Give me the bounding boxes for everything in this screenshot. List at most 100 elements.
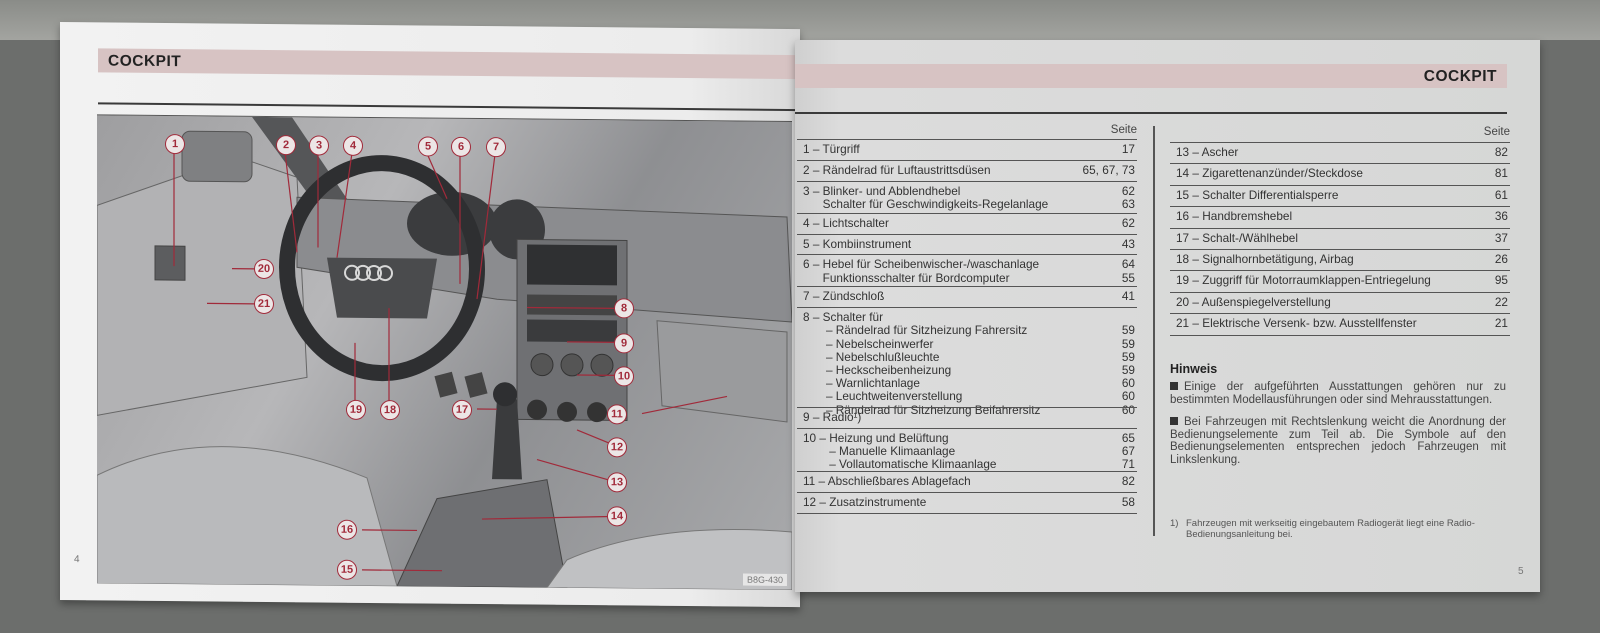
row-pages: 41 <box>1121 289 1135 304</box>
row-pages: 82 <box>1121 474 1135 489</box>
row-label: 21 – Elektrische Versenk- bzw. Ausstellf… <box>1176 316 1417 331</box>
callout-18: 18 <box>380 400 400 421</box>
table-row: 15 – Schalter Differentialsperre 61 <box>1170 184 1510 207</box>
row-label: 1 – Türgriff <box>803 142 860 156</box>
glovebox <box>656 320 788 423</box>
callout-12: 12 <box>607 437 627 458</box>
right-page: COCKPIT 5 <box>795 40 1540 592</box>
note-item-2: Bei Fahrzeugen mit Rechtslenkung weicht … <box>1170 416 1506 466</box>
row-pages: 62 <box>1121 215 1135 230</box>
callout-2: 2 <box>276 135 296 156</box>
section-title: COCKPIT <box>1423 68 1497 85</box>
table-row: 1 – Türgriff 17 <box>797 139 1137 161</box>
table-row: 18 – Signalhornbetätigung, Airbag 26 <box>1170 249 1510 271</box>
callout-5: 5 <box>418 136 438 157</box>
figure-code: B8G-430 <box>742 573 787 586</box>
gear-knob <box>493 382 517 407</box>
row-pages: 81 <box>1494 166 1508 181</box>
callout-11: 11 <box>607 404 627 425</box>
row-pages: 61 <box>1494 187 1508 202</box>
callout-4: 4 <box>343 135 363 156</box>
row-label: 7 – Zündschloß <box>803 289 885 304</box>
pedal <box>464 372 488 398</box>
row-label: 4 – Lichtschalter <box>803 215 889 230</box>
row-label: 12 – Zusatzinstrumente <box>803 495 927 510</box>
index-table-right: Seite 13 – Ascher 82 14 – Zigarettenanzünd… <box>1170 126 1510 346</box>
callout-19: 19 <box>346 399 366 420</box>
row-pages: 17 <box>1121 142 1135 156</box>
callout-9: 9 <box>614 333 634 354</box>
row-label: 19 – Zuggriff für Motorraumklappen-Entri… <box>1176 273 1431 288</box>
bullet-square-icon <box>1170 382 1178 390</box>
table-row: 4 – Lichtschalter 62 <box>797 212 1137 235</box>
column-divider <box>1153 126 1155 536</box>
table-row: 19 – Zuggriff für Motorraumklappen-Entri… <box>1170 270 1510 292</box>
center-tunnel <box>396 479 568 589</box>
row-label: 10 – Heizung und Belüftung – Manuelle Kl… <box>803 430 997 472</box>
table-row: 21 – Elektrische Versenk- bzw. Ausstellf… <box>1170 313 1510 335</box>
section-band: COCKPIT <box>98 48 800 80</box>
gear-lever <box>492 399 522 480</box>
hvac-knob <box>530 353 554 377</box>
row-pages: 59 59 59 59 60 60 60 <box>1121 323 1135 417</box>
row-label: 5 – Kombiinstrument <box>803 236 912 251</box>
row-label: 20 – Außenspiegelverstellung <box>1176 294 1331 309</box>
index-table-left: Seite 1 – Türgriff 17 2 – Rändelrad für Lu… <box>797 124 1137 544</box>
row-label: 8 – Schalter für – Rändelrad für Sitzhei… <box>803 310 1041 417</box>
row-label: 16 – Handbremshebel <box>1176 209 1293 224</box>
row-label: 17 – Schalt-/Wählhebel <box>1176 230 1298 245</box>
row-pages: 95 <box>1494 273 1508 288</box>
callout-14: 14 <box>607 506 627 527</box>
row-pages: 22 <box>1494 294 1508 309</box>
door-panel <box>97 156 308 416</box>
header-rule <box>98 102 800 111</box>
page-number-right: 5 <box>1518 566 1524 577</box>
table-row: 8 – Schalter für – Rändelrad für Sitzhei… <box>797 307 1137 416</box>
aux-gauge <box>527 399 547 420</box>
note-item-1: Einige der aufgeführten Ausstattungen ge… <box>1170 381 1506 406</box>
table-row: 7 – Zündschloß 41 <box>797 286 1137 308</box>
steering-hub <box>327 257 437 319</box>
page-number-left: 4 <box>74 554 80 566</box>
hvac-knob <box>560 353 584 377</box>
row-label: 18 – Signalhornbetätigung, Airbag <box>1176 252 1354 266</box>
row-pages: 62 63 <box>1121 183 1135 211</box>
row-pages: 36 <box>1494 209 1508 224</box>
column-header-seite: Seite <box>1110 124 1137 136</box>
row-pages: 82 <box>1494 145 1508 159</box>
row-pages: 37 <box>1494 230 1508 245</box>
passenger-seat <box>546 529 792 591</box>
audi-rings <box>344 264 393 282</box>
row-label: 13 – Ascher <box>1176 145 1239 159</box>
left-page: COCKPIT <box>60 22 800 608</box>
radio-unit <box>527 319 617 343</box>
footnote-text: Fahrzeugen mit werkseitig eingebautem Ra… <box>1186 518 1475 540</box>
switch-row <box>527 294 617 316</box>
table-row: 3 – Blinker- und Abblendhebel Schalter f… <box>797 180 1137 214</box>
hvac-knob <box>590 353 614 377</box>
callout-21: 21 <box>254 293 274 315</box>
callout-7: 7 <box>486 137 506 158</box>
callout-10: 10 <box>614 366 634 387</box>
callout-leaders <box>173 151 728 572</box>
callout-6: 6 <box>451 136 471 157</box>
row-label: 9 – Radio¹) <box>803 410 862 425</box>
row-pages: 64 55 <box>1121 257 1135 285</box>
column-header-seite: Seite <box>1483 126 1510 138</box>
table-row: 17 – Schalt-/Wählhebel 37 <box>1170 227 1510 250</box>
callout-1: 1 <box>165 134 185 155</box>
table-row: 6 – Hebel für Scheibenwischer-/waschanla… <box>797 254 1137 287</box>
row-pages: 26 <box>1494 252 1508 266</box>
footnote-mark: 1) <box>1170 518 1179 529</box>
steering-wheel <box>279 155 485 382</box>
row-label: 2 – Rändelrad für Luftaustrittsdüsen <box>803 162 991 177</box>
table-row: 16 – Handbremshebel 36 <box>1170 206 1510 228</box>
air-vents <box>527 244 617 286</box>
row-label: 15 – Schalter Differentialsperre <box>1176 187 1339 202</box>
table-end-rule <box>797 512 1137 515</box>
cockpit-drawing <box>97 116 792 591</box>
